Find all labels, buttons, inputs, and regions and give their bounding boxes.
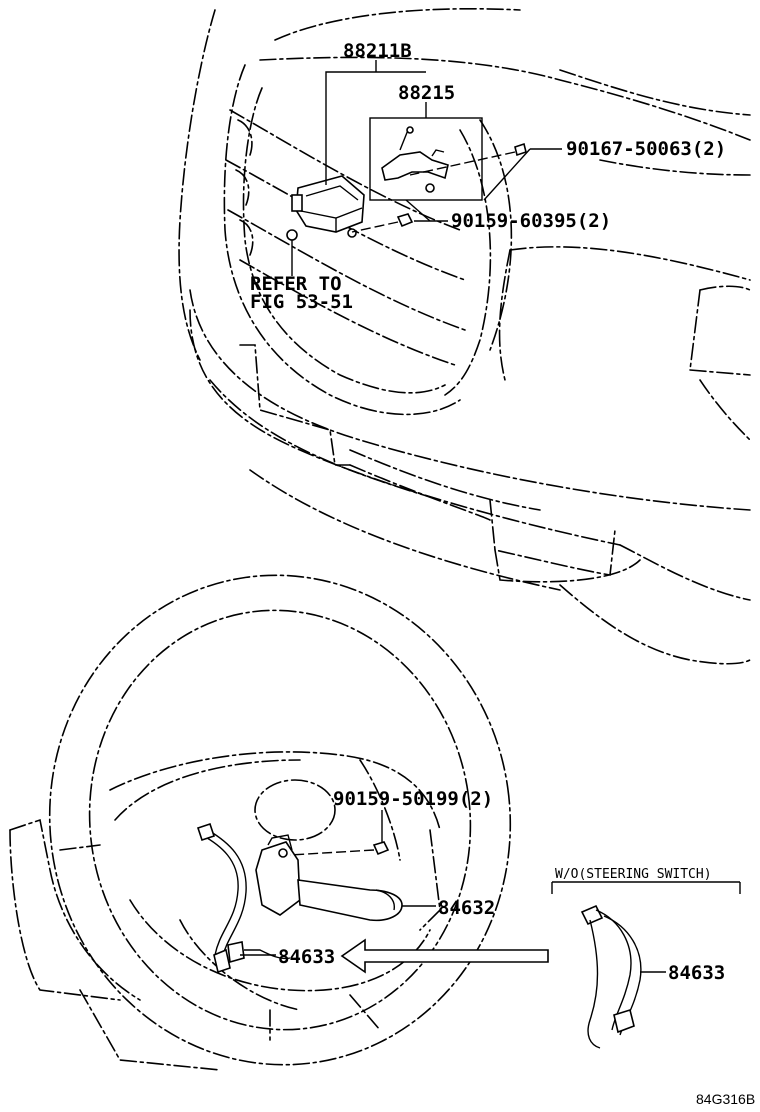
leader-lines-upper (291, 60, 562, 276)
label-refer-to: REFER TO (250, 273, 342, 295)
label-84633-main: 84633 (278, 946, 335, 968)
leader-lines-lower (240, 810, 436, 956)
label-90159-50199: 90159-50199(2) (333, 788, 493, 810)
steering-wheel-outline (9, 574, 512, 1071)
label-90167-50063: 90167-50063(2) (566, 138, 726, 160)
bracket-88215 (369, 117, 483, 201)
label-84633-alt: 84633 (668, 962, 725, 984)
radar-sensor-88211b (286, 175, 365, 241)
replacement-arrow (340, 938, 549, 974)
label-refer-fig: FIG 53-51 (250, 291, 353, 313)
screw-90159-50199 (289, 841, 390, 856)
label-84632: 84632 (438, 897, 495, 919)
switch-84632 (255, 834, 403, 922)
bolt-90159-60395 (351, 213, 414, 233)
figure-code: 84G316B (696, 1091, 755, 1107)
label-88215: 88215 (398, 82, 455, 104)
label-88211b: 88211B (343, 40, 412, 62)
harness-84633-main (196, 822, 291, 974)
bolt-90167-50063 (409, 142, 527, 176)
harness-84633-alt (551, 881, 741, 1049)
label-wo-steering-switch: W/O(STEERING SWITCH) (555, 867, 712, 882)
label-90159-60395: 90159-60395(2) (451, 210, 611, 232)
vehicle-front-outline (178, 7, 751, 665)
